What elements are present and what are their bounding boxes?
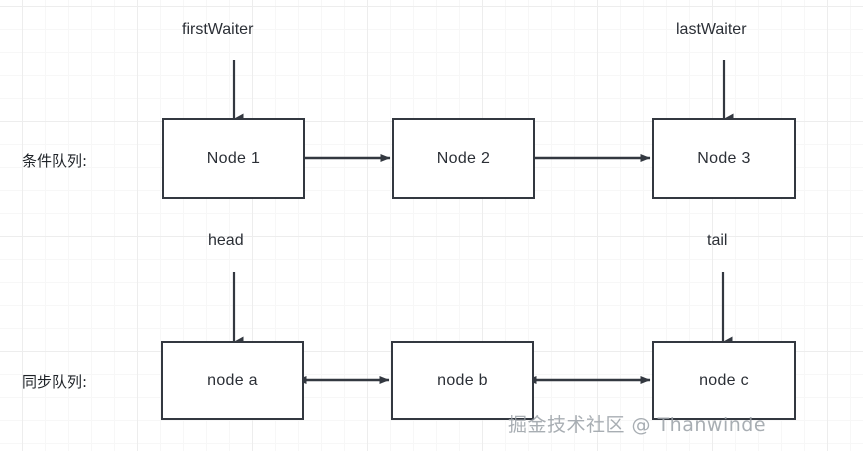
watermark-text: 掘金技术社区 @ Thanwinde (508, 414, 767, 436)
pointer-label-head: head (208, 232, 244, 249)
node-box-node-c[interactable]: node c (652, 341, 796, 420)
pointer-label-last-waiter: lastWaiter (676, 21, 747, 38)
node-box-node-1[interactable]: Node 1 (162, 118, 305, 199)
pointer-label-first-waiter: firstWaiter (182, 21, 254, 38)
node-box-node-a[interactable]: node a (161, 341, 304, 420)
node-box-node-2[interactable]: Node 2 (392, 118, 535, 199)
node-box-node-b[interactable]: node b (391, 341, 534, 420)
row-label-sync-queue: 同步队列: (22, 373, 88, 391)
pointer-label-tail: tail (707, 232, 728, 249)
node-box-node-3[interactable]: Node 3 (652, 118, 796, 199)
row-label-condition-queue: 条件队列: (22, 152, 88, 170)
